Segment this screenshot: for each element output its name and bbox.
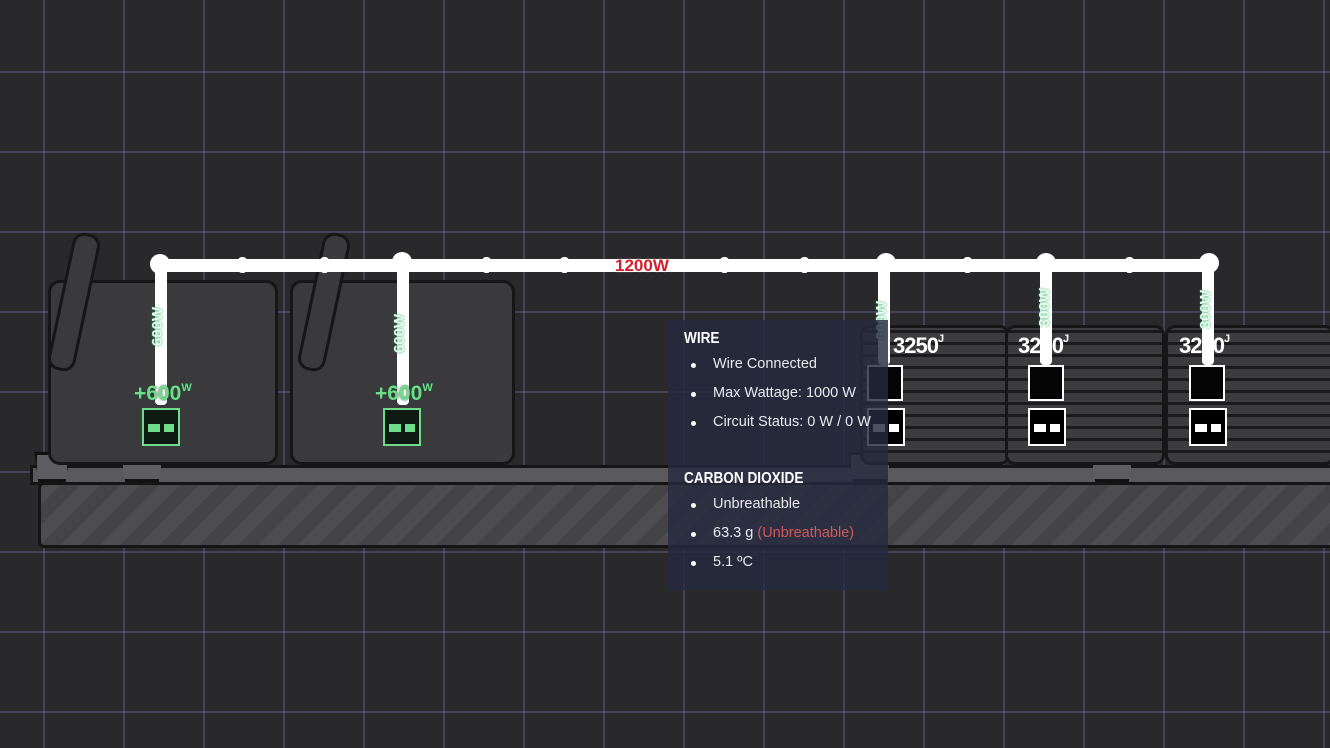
power-port-icon (1028, 408, 1066, 446)
output-unit: W (181, 382, 192, 394)
charge-value: 3250 (1018, 333, 1064, 358)
circuit-total-load: 1200W (615, 256, 669, 275)
battery-cell-icon (1189, 365, 1225, 401)
wire-drop (1040, 265, 1052, 365)
wire-bead (1125, 257, 1134, 273)
charge-value: 3250 (893, 333, 939, 358)
wire-bead (800, 257, 809, 273)
charge-unit: J (1062, 333, 1069, 345)
tooltip-item: Max Wattage: 1000 W (668, 379, 888, 408)
generator-output: +600W (375, 382, 433, 406)
wire-bead (560, 257, 569, 273)
wire-load-label: 300W (1036, 287, 1054, 328)
tooltip-wire-title: WIRE (684, 330, 720, 347)
charge-unit: J (937, 333, 944, 345)
power-port-icon (142, 408, 180, 446)
power-port-icon (1189, 408, 1227, 446)
wire-drop (397, 265, 409, 405)
tooltip-item: Wire Connected (668, 350, 888, 379)
tooltip-item: Circuit Status: 0 W / 0 W (668, 408, 888, 437)
tooltip-wire-list: Wire Connected Max Wattage: 1000 W Circu… (668, 350, 888, 437)
wire-load-label: 300W (1197, 289, 1215, 330)
battery-charge: 3250J (1179, 333, 1230, 359)
wire-load-label: 600W (149, 306, 167, 347)
power-port-icon (383, 408, 421, 446)
tooltip-item: 63.3 g (Unbreathable) (668, 519, 888, 548)
wire-bead (238, 257, 247, 273)
battery-charge: 3250J (893, 333, 944, 359)
wire-main[interactable] (160, 259, 1212, 272)
wire-drop (155, 265, 167, 405)
wire-load-label: 600W (391, 313, 409, 354)
generator-output: +600W (134, 382, 192, 406)
output-value: +600 (134, 382, 182, 405)
output-unit: W (422, 382, 433, 394)
wire-bead (963, 257, 972, 273)
hover-tooltip: WIRE Wire Connected Max Wattage: 1000 W … (668, 320, 888, 590)
tooltip-item: 5.1 ºC (668, 548, 888, 577)
battery-cell-icon (1028, 365, 1064, 401)
wire-bead (482, 257, 491, 273)
gas-mass-note: (Unbreathable) (757, 525, 855, 541)
tooltip-gas-title: CARBON DIOXIDE (684, 470, 804, 487)
output-value: +600 (375, 382, 423, 405)
gas-mass: 63.3 g (713, 525, 754, 541)
wire-bead (720, 257, 729, 273)
charge-value: 3250 (1179, 333, 1225, 358)
wire-bead (320, 257, 329, 273)
tooltip-gas-list: Unbreathable 63.3 g (Unbreathable) 5.1 º… (668, 490, 888, 577)
wire-drop (1202, 265, 1214, 365)
tooltip-item: Unbreathable (668, 490, 888, 519)
charge-unit: J (1223, 333, 1230, 345)
battery-charge: 3250J (1018, 333, 1069, 359)
